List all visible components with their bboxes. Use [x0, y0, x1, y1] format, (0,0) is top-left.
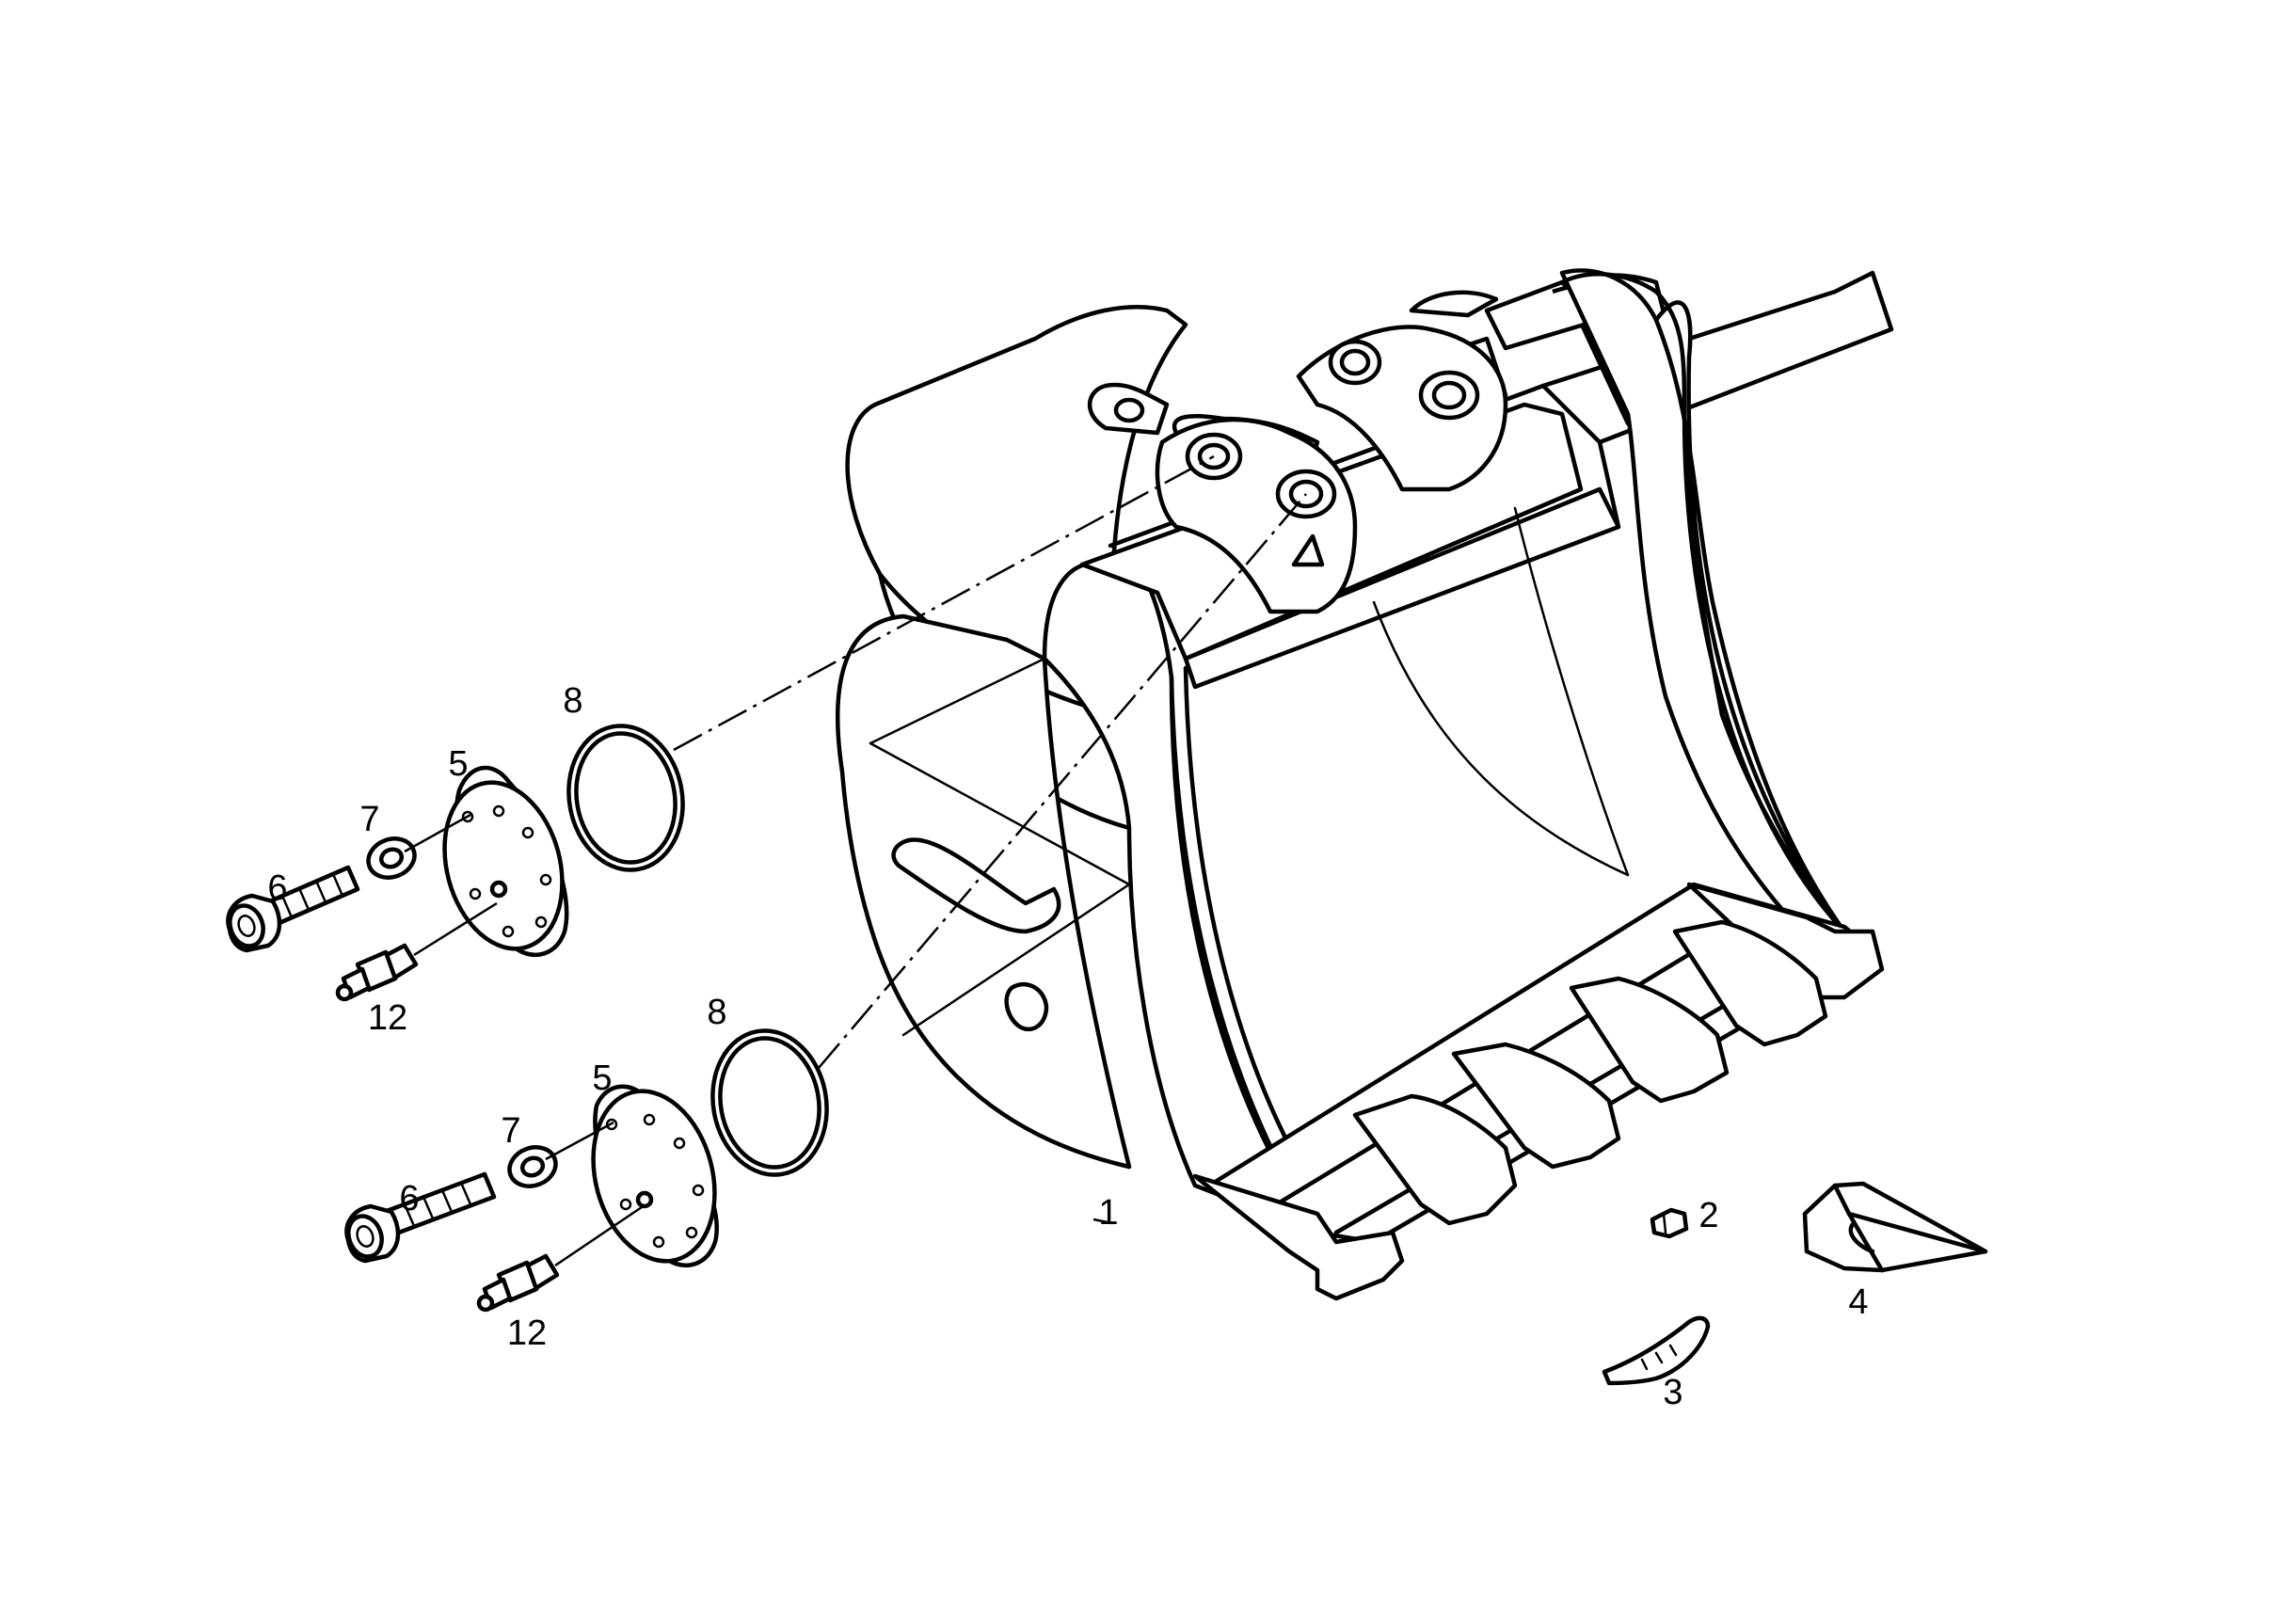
callout-4: 4: [1848, 1282, 1869, 1322]
callout-1: 1: [1098, 1193, 1119, 1233]
bolt-upper: [226, 865, 360, 953]
lock-pin-part: [1602, 1315, 1711, 1386]
washer-lower: [507, 1121, 614, 1188]
washer-upper: [366, 813, 471, 880]
axis-lines: [673, 454, 1307, 1069]
callout-6-lower: 6: [399, 1179, 420, 1218]
callout-5-upper: 5: [448, 744, 469, 784]
bolt-lower: [344, 1171, 497, 1264]
end-cap-upper: [442, 765, 569, 958]
callout-8-lower: 8: [707, 993, 727, 1032]
grease-nipple-upper: [335, 901, 498, 1002]
leader-lines: [1092, 1218, 1113, 1225]
callout-8-upper: 8: [563, 681, 583, 721]
callout-5-lower: 5: [592, 1059, 613, 1098]
callout-2: 2: [1698, 1196, 1719, 1235]
end-cap-lower: [591, 1084, 719, 1268]
o-ring-upper: [566, 724, 685, 872]
callout-3: 3: [1663, 1373, 1683, 1412]
callout-12-lower: 12: [506, 1313, 548, 1353]
grease-nipple-lower: [476, 1205, 643, 1313]
callout-7-upper: 7: [359, 800, 380, 839]
callout-7-lower: 7: [501, 1111, 521, 1151]
o-ring-lower: [710, 1028, 829, 1177]
bucket-body: [835, 268, 1894, 1301]
callout-6-upper: 6: [267, 868, 288, 908]
retainer-part: [1650, 1207, 1689, 1239]
callout-12-upper: 12: [367, 998, 408, 1038]
tooth-point-part: [1802, 1181, 1988, 1273]
